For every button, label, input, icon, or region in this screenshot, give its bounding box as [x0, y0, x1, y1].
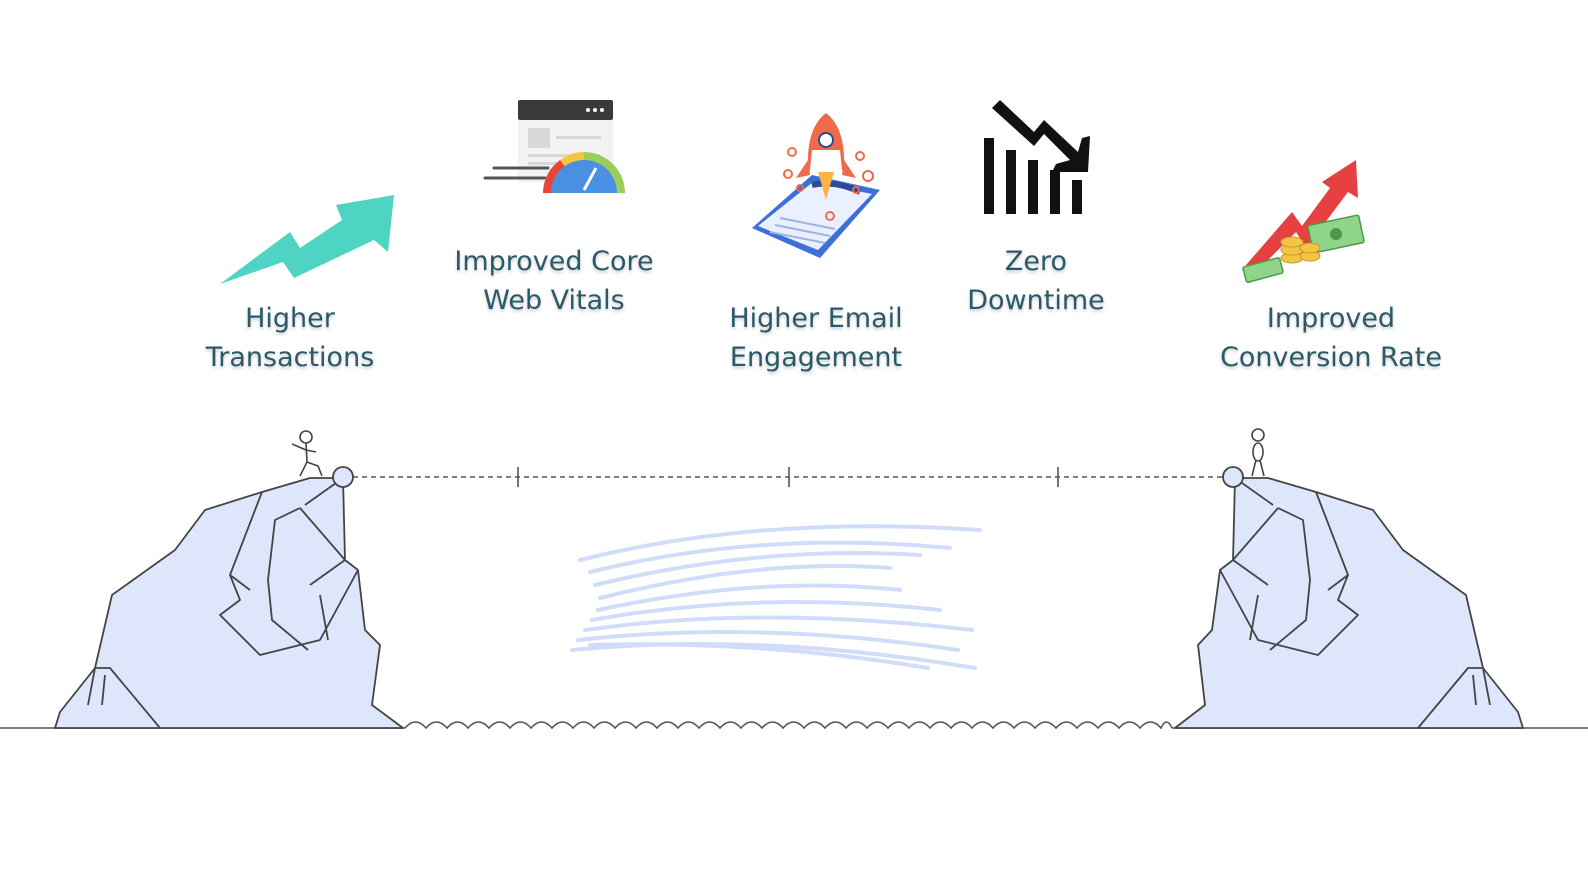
benefit-line2: Web Vitals	[483, 285, 625, 316]
benefit-line2: Downtime	[967, 285, 1105, 316]
benefit-line1: Zero	[1004, 246, 1068, 277]
benefit-line1: Improved Core	[454, 246, 654, 277]
benefit-line2: Transactions	[205, 342, 375, 373]
benefit-label-zero-downtime: Zero Downtime	[967, 242, 1105, 320]
money-growth-icon	[1242, 160, 1365, 283]
benefit-line1: Improved	[1266, 303, 1396, 334]
benefit-label-conversion-rate: Improved Conversion Rate	[1220, 299, 1442, 377]
benefit-label-higher-transactions: Higher Transactions	[206, 299, 375, 377]
motion-lines	[570, 524, 982, 670]
benefit-line1: Higher Email	[729, 303, 903, 334]
downtrend-bars-icon	[984, 100, 1090, 214]
stick-figure-left-icon	[291, 430, 323, 477]
benefit-line2: Engagement	[729, 342, 903, 373]
benefit-line2: Conversion Rate	[1220, 342, 1442, 373]
speed-gauge-browser-icon	[483, 100, 625, 193]
benefit-label-core-web-vitals: Improved Core Web Vitals	[454, 242, 653, 320]
benefit-label-email-engagement: Higher Email Engagement	[729, 299, 902, 377]
dashed-bridge	[353, 467, 1223, 487]
rocket-launch-icon	[752, 113, 880, 258]
trend-up-arrow-icon	[220, 195, 394, 284]
stick-figure-right-icon	[1251, 428, 1265, 477]
right-cliff	[1174, 466, 1524, 729]
left-cliff	[54, 466, 404, 729]
benefit-line1: Higher	[245, 303, 335, 334]
